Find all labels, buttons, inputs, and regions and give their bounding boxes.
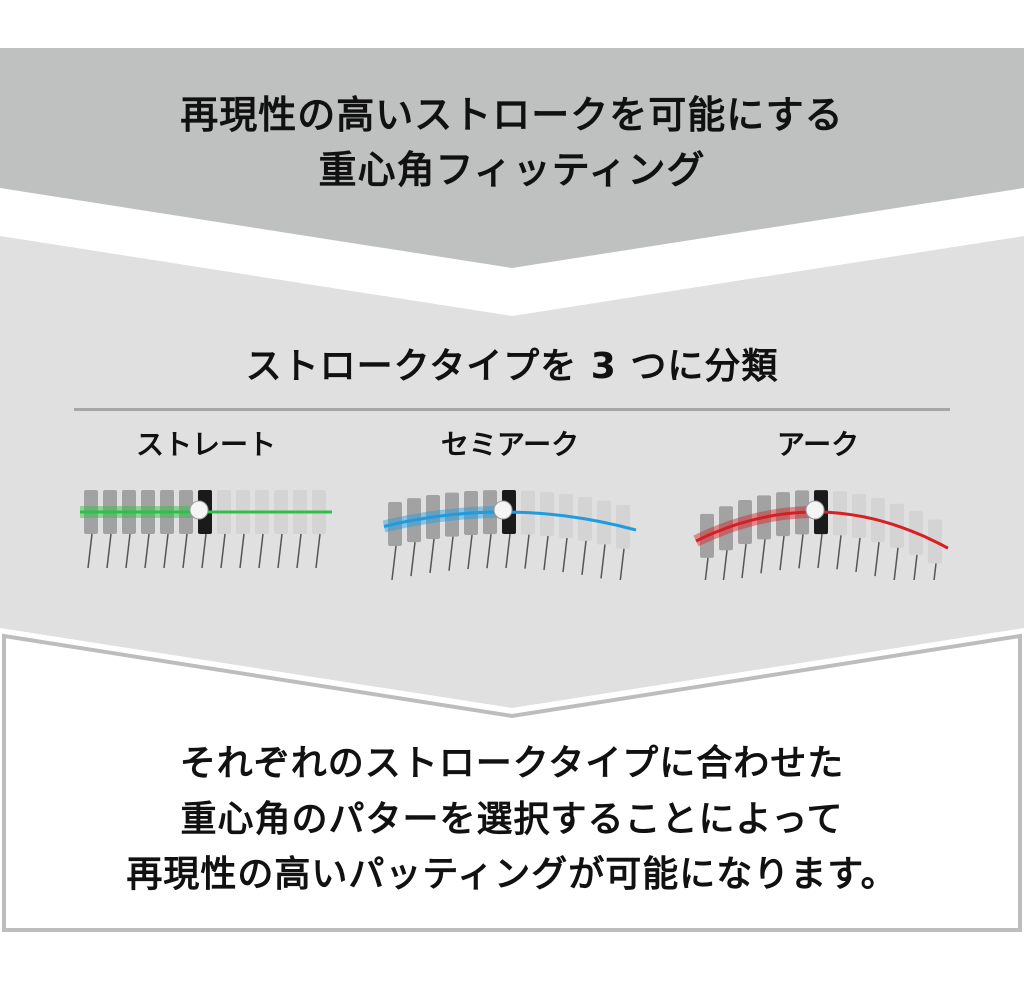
message-line-3: 再現性の高いパッティングが可能になります。: [126, 854, 898, 895]
putter-shaft: [239, 533, 245, 569]
putter-shaft: [391, 545, 397, 580]
message-line-2: 重心角のパターを選択することによって: [180, 799, 844, 840]
putter-shaft: [722, 550, 728, 580]
putter-shaft: [817, 533, 823, 569]
putter-shaft: [619, 548, 625, 580]
putter-shaft: [855, 537, 861, 573]
straight-stroke-illustration: [80, 490, 332, 569]
message-line-1: それぞれのストロークタイプに合わせた: [179, 743, 845, 784]
putter-shaft: [467, 534, 473, 570]
semi-arc-stroke-illustration: [382, 490, 637, 580]
putter-shaft: [410, 542, 416, 577]
putter-shaft: [562, 537, 568, 573]
header-line-1: 再現性の高いストロークを可能にする: [180, 93, 844, 137]
middle-chevron-band: [0, 236, 1024, 708]
arc-stroke-illustration: [693, 490, 949, 580]
golf-ball: [189, 500, 209, 520]
putter-shaft: [913, 554, 918, 580]
putter-shaft: [182, 533, 188, 569]
putter-shaft: [874, 542, 880, 577]
putter-shaft: [505, 533, 511, 569]
golf-ball: [493, 500, 513, 520]
putter-shaft: [581, 540, 587, 575]
putter-shaft: [220, 533, 226, 569]
putter-shaft: [524, 534, 530, 569]
putter-shaft: [836, 535, 842, 570]
golf-ball: [805, 500, 825, 520]
putter-shaft: [543, 535, 549, 571]
putter-shaft: [933, 563, 937, 580]
putter-shaft: [798, 534, 804, 569]
putter-shaft: [429, 538, 435, 574]
putter-shaft: [144, 533, 150, 569]
label-straight: ストレート: [135, 428, 276, 461]
label-semi-arc: セミアーク: [440, 428, 580, 461]
stroke-trail-glow: [382, 506, 499, 533]
putter-shaft: [779, 536, 785, 571]
putter-shaft: [600, 544, 606, 579]
putter-shaft: [106, 533, 112, 569]
stroke-trail-glow: [693, 506, 811, 547]
putter-shaft: [760, 539, 766, 574]
putter-shaft: [201, 533, 207, 569]
putter-shaft: [296, 533, 302, 569]
putter-shaft: [448, 536, 454, 571]
putter-shaft: [87, 533, 93, 569]
label-arc: アーク: [776, 428, 860, 461]
top-chevron-band: [0, 48, 1024, 268]
stroke-type-title: ストロークタイプを 3 つに分類: [245, 346, 779, 387]
putter-shaft: [258, 533, 264, 569]
putter-shaft: [893, 547, 899, 580]
bottom-message-box: [1, 633, 1022, 932]
header-line-2: 重心角フィッティング: [318, 148, 706, 192]
putter-shaft: [486, 534, 492, 569]
section-divider: [74, 408, 950, 411]
putter-shaft: [163, 533, 169, 569]
putter-shaft: [704, 557, 709, 580]
putter-shaft: [315, 533, 321, 569]
putter-shaft: [277, 533, 283, 569]
putter-shaft: [741, 543, 747, 579]
putter-shaft: [125, 533, 131, 569]
